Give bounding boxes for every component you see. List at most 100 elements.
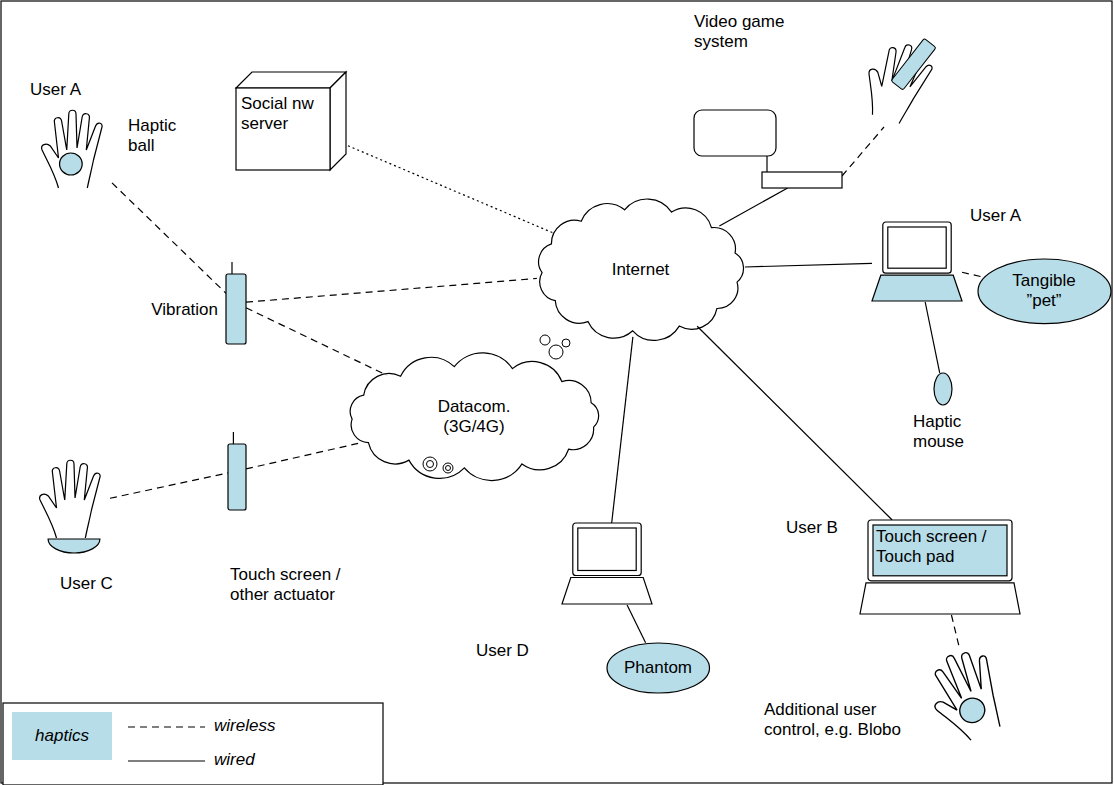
controller-hand: [857, 25, 940, 128]
wireless-link: [842, 127, 884, 176]
phone-body: [228, 444, 246, 510]
wireless-link: [112, 183, 226, 293]
haptic-mouse: Haptic mouse: [933, 372, 953, 406]
haptic-shape: [607, 643, 710, 693]
wired-link: [719, 188, 787, 226]
server-side: [330, 72, 346, 170]
user-hand: User C: [38, 458, 110, 554]
laptop-lid: [573, 523, 641, 575]
wireless-link: [951, 615, 959, 648]
hand-drawing: [918, 642, 1015, 748]
device-label: User A: [968, 206, 1042, 226]
laptop: User A: [872, 222, 962, 302]
laptop-outline: [872, 222, 962, 302]
legend-box: [3, 703, 383, 785]
game-console-outline: [762, 172, 842, 188]
phone-antenna: [233, 432, 234, 444]
user-hand-outline: [38, 458, 110, 554]
wireless-link: [348, 146, 553, 233]
node-label: Datacom. (3G/4G): [424, 397, 524, 438]
legend-label: wired: [214, 750, 255, 770]
wired-link: [697, 326, 892, 520]
node-label: Touch screen / Touch pad: [876, 527, 1004, 568]
user-hand-outline: [40, 108, 112, 188]
legend-label: wireless: [214, 716, 275, 736]
user-hand: Additional user control, e.g. Blobo: [930, 648, 1010, 736]
device-label: User A: [28, 80, 112, 100]
wireless-link: [246, 443, 360, 469]
laptop-outline: [562, 523, 652, 605]
device-label: Touch screen / other actuator: [228, 565, 362, 606]
phone-antenna: [231, 262, 232, 274]
server-front: [236, 88, 330, 170]
mobile-phone: Vibration: [226, 262, 246, 344]
mobile-phone: Touch screen / other actuator: [228, 432, 246, 510]
game-controller: [891, 38, 936, 90]
device-label: User B: [784, 518, 858, 538]
hand: [40, 460, 100, 538]
device-label: User D: [474, 641, 558, 661]
device-label: Haptic ball: [126, 116, 192, 157]
haptic-mouse-outline: [933, 372, 953, 406]
laptop-lid: [883, 222, 951, 273]
phone-body: [226, 274, 246, 344]
legend-item: wired: [214, 750, 255, 770]
hand-drawing: [42, 110, 102, 188]
device-label: Haptic mouse: [911, 412, 985, 453]
node-label: Internet: [612, 260, 670, 280]
device-label: User C: [58, 574, 142, 594]
node-label: Tangible ”pet”: [999, 271, 1089, 312]
laptop-lid: [868, 520, 1012, 581]
mobile-phone-outline: [228, 432, 246, 510]
haptic-shape: [978, 259, 1111, 324]
hand: [42, 110, 102, 188]
haptic-device: Tangible ”pet”: [977, 258, 1112, 325]
monitor: [694, 110, 776, 156]
node-label: Social nw server: [241, 94, 327, 135]
haptic-ball: [956, 694, 989, 727]
wired-link: [627, 605, 646, 643]
user-hand-outline: [930, 648, 1010, 736]
device-label: Video game system: [692, 12, 806, 53]
legend-item: wireless: [214, 716, 275, 736]
laptop: User BTouch screen / Touch pad: [860, 520, 1020, 615]
hand: [918, 642, 1015, 748]
haptic-shape: [934, 373, 952, 405]
laptop-screen: [873, 525, 1007, 576]
laptop-screen: [888, 227, 946, 268]
network-cloud: Datacom. (3G/4G): [338, 352, 610, 482]
laptop-base: [562, 577, 652, 604]
hand-drawing: [40, 460, 100, 538]
device-label: Vibration: [104, 300, 220, 320]
console-box: [762, 172, 842, 188]
device-label: Additional user control, e.g. Blobo: [762, 700, 928, 741]
wireless-link: [246, 308, 387, 375]
laptop: User D: [562, 523, 652, 605]
haptic-device: Phantom: [606, 642, 711, 694]
legend-wireless-sample: [128, 726, 205, 727]
wireless-link: [962, 272, 983, 277]
node-label: Phantom: [624, 658, 692, 678]
cloud-outline: [539, 199, 744, 340]
laptop-base: [860, 583, 1020, 614]
network-cloud: Internet: [528, 195, 753, 345]
user-hand: User AHaptic ball: [40, 108, 112, 188]
mobile-phone-outline: [226, 262, 246, 344]
wired-link: [745, 263, 872, 267]
wired-link: [925, 302, 940, 373]
server-box: Social nw server: [236, 72, 348, 172]
monitor-cable: [766, 156, 767, 172]
legend-swatch: haptics: [12, 712, 112, 760]
cloud-outline: [350, 353, 598, 481]
haptic-ball: [60, 153, 83, 175]
haptic-actuator: [48, 539, 100, 553]
wireless-link: [110, 473, 228, 498]
wired-link: [612, 337, 633, 523]
game-console: Video game system: [762, 172, 842, 188]
wireless-link: [246, 278, 537, 302]
server-top: [236, 72, 346, 88]
legend-label: haptics: [35, 726, 89, 746]
legend-wired-sample: [128, 760, 205, 761]
laptop-screen: [578, 528, 636, 570]
